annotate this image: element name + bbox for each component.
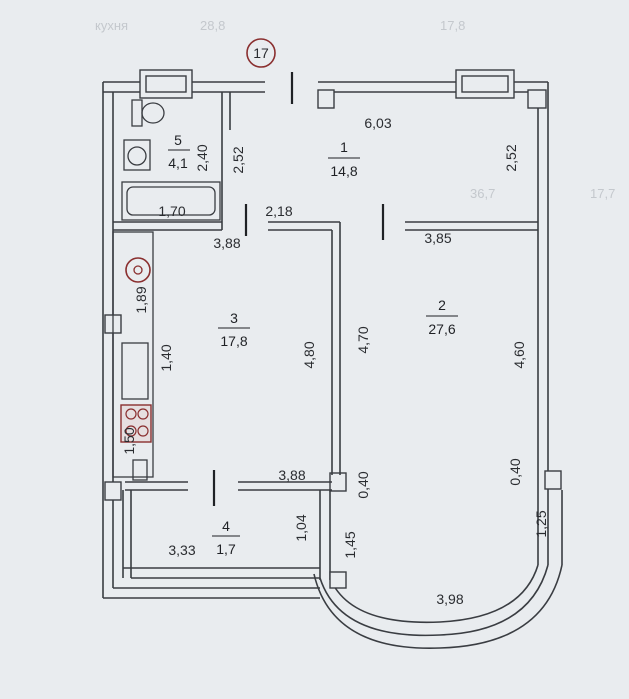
faint-text: 17,8: [440, 18, 465, 33]
dimension-label: 1,04: [293, 514, 309, 541]
room-number: 1: [340, 139, 348, 155]
dimension-label: 3,88: [278, 467, 305, 483]
dimension-label: 1,25: [533, 510, 549, 537]
dimension-label: 2,52: [230, 146, 246, 173]
apartment-number-circle: [246, 38, 276, 68]
interior-walls: [113, 92, 538, 579]
dimension-label: 0,40: [507, 458, 523, 485]
dimension-label: 1,40: [158, 344, 174, 371]
dimension-label: 1,70: [158, 203, 185, 219]
room-area: 14,8: [330, 163, 357, 179]
room-number: 2: [438, 297, 446, 313]
room-4-label: 4 1,7: [212, 518, 240, 557]
faint-text: 17,7: [590, 186, 615, 201]
boiler-icon: [125, 257, 151, 283]
dimension-label: 1,50: [121, 427, 137, 454]
dimension-label: 0,40: [355, 471, 371, 498]
dimension-label: 2,18: [265, 203, 292, 219]
bathroom-fixtures: [112, 99, 221, 481]
room-area: 27,6: [428, 321, 455, 337]
faint-text: кухня: [95, 18, 128, 33]
dimension-label: 1,89: [133, 286, 149, 313]
door-markers: [212, 72, 385, 506]
room-number: 4: [222, 518, 230, 534]
room-5-label: 5 4,1: [168, 132, 190, 171]
faint-text: 36,7: [470, 186, 495, 201]
outer-walls: [102, 81, 563, 649]
room-number: 5: [174, 132, 182, 148]
dimension-label: 4,80: [301, 341, 317, 368]
dimension-label: 6,03: [364, 115, 391, 131]
boiler-icon-inner: [133, 265, 143, 275]
room-area: 17,8: [220, 333, 247, 349]
room-area: 1,7: [216, 541, 236, 557]
dimension-label: 2,52: [503, 144, 519, 171]
dimension-label: 4,70: [355, 326, 371, 353]
room-2-label: 2 27,6: [426, 297, 458, 337]
room-1-label: 1 14,8: [328, 139, 360, 179]
stove-icon: [120, 404, 152, 443]
dimension-label: 3,33: [168, 542, 195, 558]
dimension-label: 3,98: [436, 591, 463, 607]
dimension-label: 3,88: [213, 235, 240, 251]
dimension-label: 2,40: [194, 144, 210, 171]
room-area: 4,1: [168, 155, 188, 171]
dimension-label: 3,85: [424, 230, 451, 246]
windows: [104, 69, 562, 589]
room-number: 3: [230, 310, 238, 326]
faint-text: 28,8: [200, 18, 225, 33]
dimension-label: 4,60: [511, 341, 527, 368]
apartment-number: 17: [253, 45, 269, 61]
dimension-label: 1,45: [342, 531, 358, 558]
room-3-label: 3 17,8: [218, 310, 250, 349]
